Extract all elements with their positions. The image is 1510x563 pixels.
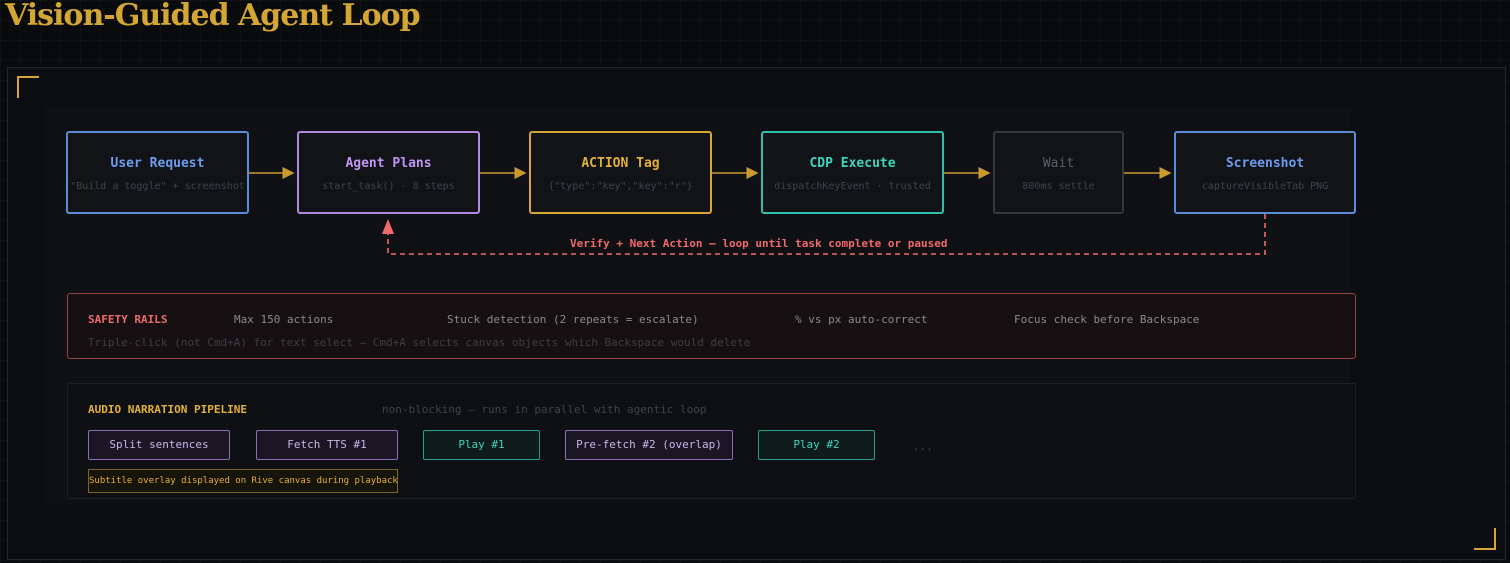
node-title: ACTION Tag (581, 156, 660, 171)
loop-back-path (387, 214, 1266, 255)
node-title: Screenshot (1225, 156, 1305, 171)
audio-step-play-1: Play #1 (423, 430, 540, 460)
audio-note: non-blocking — runs in parallel with age… (382, 403, 707, 416)
node-wait: Wait 800ms settle (993, 131, 1124, 214)
node-subtitle: 800ms settle (1022, 181, 1095, 192)
safety-item: Focus check before Backspace (1014, 313, 1200, 326)
safety-note: Triple-click (not Cmd+A) for text select… (88, 336, 751, 349)
node-title: Wait (1042, 156, 1075, 171)
safety-item: Max 150 actions (234, 313, 334, 326)
audio-title: AUDIO NARRATION PIPELINE (88, 403, 247, 416)
safety-rails-box: SAFETY RAILS Max 150 actions Stuck detec… (67, 293, 1356, 359)
node-subtitle: {"type":"key","key":"r"} (548, 181, 693, 192)
audio-step-fetch-tts-1: Fetch TTS #1 (256, 430, 398, 460)
node-title: CDP Execute (809, 156, 896, 171)
loop-label: Verify + Next Action — loop until task c… (570, 237, 948, 250)
node-subtitle: dispatchKeyEvent · trusted (774, 181, 931, 192)
node-cdp-execute: CDP Execute dispatchKeyEvent · trusted (761, 131, 944, 214)
frame-corner-top-left (17, 76, 39, 98)
audio-step-prefetch-2: Pre-fetch #2 (overlap) (565, 430, 733, 460)
node-agent-plans: Agent Plans start_task() · 8 steps (297, 131, 480, 214)
audio-step-split-sentences: Split sentences (88, 430, 230, 460)
subtitle-overlay-note: Subtitle overlay displayed on Rive canva… (88, 469, 398, 493)
node-action-tag: ACTION Tag {"type":"key","key":"r"} (529, 131, 712, 214)
audio-step-play-2: Play #2 (758, 430, 875, 460)
node-subtitle: "Build a toggle" + screenshot (70, 181, 245, 192)
safety-item: % vs px auto-correct (795, 313, 928, 326)
node-user-request: User Request "Build a toggle" + screensh… (66, 131, 249, 214)
node-subtitle: start_task() · 8 steps (322, 181, 455, 192)
page-title: Vision-Guided Agent Loop (5, 0, 421, 33)
audio-ellipsis: ... (913, 440, 933, 453)
node-title: Agent Plans (345, 156, 432, 171)
node-screenshot: Screenshot captureVisibleTab PNG (1174, 131, 1356, 214)
safety-item: Stuck detection (2 repeats = escalate) (447, 313, 699, 326)
loop-back-arrowhead (382, 219, 394, 234)
node-subtitle: captureVisibleTab PNG (1201, 181, 1329, 192)
frame-corner-bottom-right (1474, 528, 1496, 550)
safety-title: SAFETY RAILS (88, 313, 168, 326)
node-title: User Request (110, 156, 205, 171)
